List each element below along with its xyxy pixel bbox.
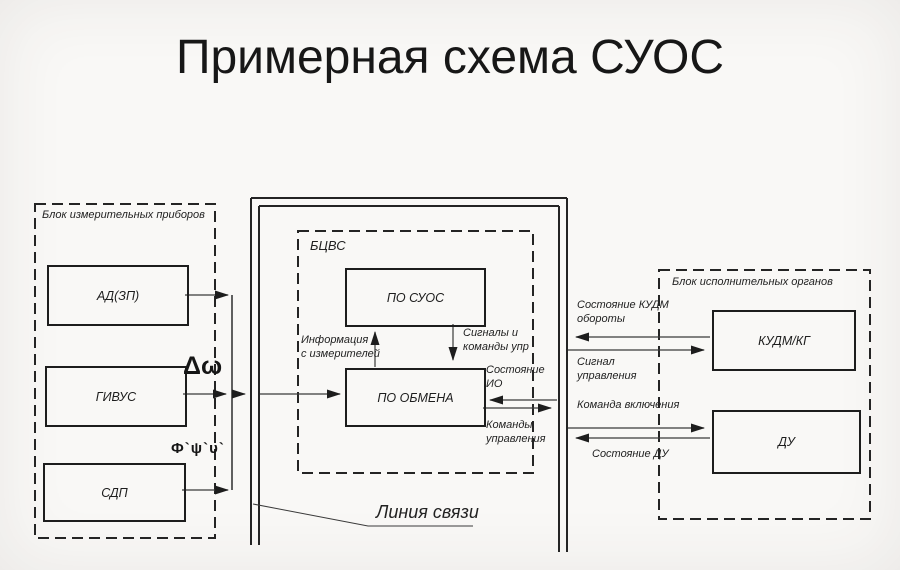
signal-state-du: Состояние ДУ <box>592 448 669 460</box>
box-po-suos-label: ПО СУОС <box>386 290 445 305</box>
signal-switch-on-command: Команда включения <box>577 399 680 411</box>
box-du-label: ДУ <box>778 435 795 449</box>
box-du: ДУ <box>712 410 861 474</box>
box-kudm: КУДМ/КГ <box>712 310 856 371</box>
box-po-suos: ПО СУОС <box>345 268 486 327</box>
bcvs-label: БЦВС <box>310 238 346 253</box>
box-po-obmena: ПО ОБМЕНА <box>345 368 486 427</box>
actuator-block-label: Блок исполнительных органов <box>672 276 833 288</box>
comm-line-label: Линия связи <box>376 502 479 522</box>
page-title: Примерная схема СУОС <box>175 31 725 84</box>
box-givus-label: ГИВУС <box>95 389 137 404</box>
box-sdp: СДП <box>43 463 186 522</box>
signal-control-commands: Команды управления <box>486 419 546 446</box>
bcvs-frame <box>297 230 534 474</box>
signal-info-from-sensors: Информация с измерителей <box>301 334 380 361</box>
box-ad: АД(ЗП) <box>47 265 189 326</box>
measuring-block-label: Блок измерительных приборов <box>42 209 205 221</box>
actuator-block-frame <box>658 269 871 520</box>
signal-delta-omega: Δω <box>183 352 223 380</box>
signal-control-signal: Сигнал управления <box>577 356 637 383</box>
box-givus: ГИВУС <box>45 366 187 427</box>
signal-state-io: Состояние ИО <box>486 364 545 391</box>
signal-state-kudm: Состояние КУДМ обороты <box>577 299 669 326</box>
box-kudm-label: КУДМ/КГ <box>758 333 810 348</box>
box-sdp-label: СДП <box>101 485 128 500</box>
box-ad-label: АД(ЗП) <box>96 288 140 303</box>
measuring-block-frame <box>34 203 216 539</box>
signal-signals-and-commands: Сигналы и команды упр <box>463 327 529 354</box>
box-po-obmena-label: ПО ОБМЕНА <box>377 390 454 405</box>
comm-line-leader <box>252 503 473 527</box>
signal-phi-psi-upsilon: Ф`ψ`υ` <box>171 440 225 457</box>
